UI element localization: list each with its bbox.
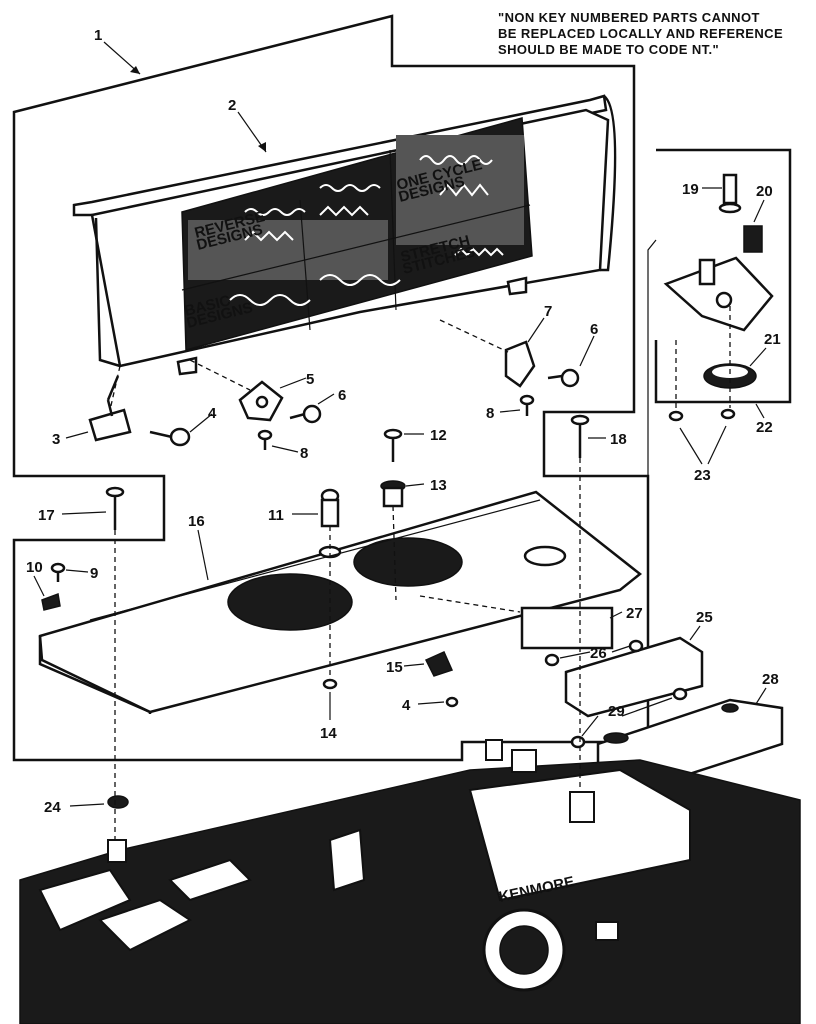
parts-note: "NON KEY NUMBERED PARTS CANNOT BE REPLAC… bbox=[498, 10, 798, 58]
screw-part-8-left bbox=[257, 429, 273, 450]
callout-23: 23 bbox=[694, 467, 711, 484]
callout-2: 2 bbox=[228, 97, 236, 114]
callout-7: 7 bbox=[544, 303, 552, 320]
callout-15: 15 bbox=[386, 659, 403, 676]
machine-body: KENMORE bbox=[19, 739, 801, 1024]
screw-part-6-right bbox=[547, 368, 580, 388]
washer-part-24 bbox=[107, 795, 129, 809]
callout-24: 24 bbox=[44, 799, 61, 816]
callout-4-lower: 4 bbox=[402, 697, 411, 714]
callout-29: 29 bbox=[608, 703, 625, 720]
screws-part-29 bbox=[570, 687, 688, 749]
align-line-7 bbox=[439, 319, 509, 353]
note-line-1: "NON KEY NUMBERED PARTS CANNOT bbox=[498, 10, 760, 25]
callout-17: 17 bbox=[38, 507, 55, 524]
bracket-part-25 bbox=[564, 636, 704, 718]
screws-part-26 bbox=[544, 639, 644, 667]
align-line-5 bbox=[189, 359, 251, 391]
callout-22: 22 bbox=[756, 419, 773, 436]
screw-part-18 bbox=[570, 414, 590, 458]
screw-part-4-upper bbox=[149, 427, 191, 447]
leader-22-box bbox=[647, 239, 657, 600]
clip-part-10 bbox=[41, 592, 61, 611]
screw-part-6-left bbox=[289, 404, 322, 424]
callout-5: 5 bbox=[306, 371, 314, 388]
nut-part-14 bbox=[322, 678, 338, 690]
bracket-part-7 bbox=[504, 340, 536, 388]
callout-6-right: 6 bbox=[590, 321, 598, 338]
callout-25: 25 bbox=[696, 609, 713, 626]
screw-part-12 bbox=[383, 428, 403, 462]
callout-28: 28 bbox=[762, 671, 779, 688]
align-line-27 bbox=[419, 595, 521, 613]
callout-19: 19 bbox=[682, 181, 699, 198]
callout-14: 14 bbox=[320, 725, 337, 742]
screw-part-4-lower bbox=[445, 696, 459, 708]
plate-part-27 bbox=[520, 606, 614, 650]
callout-8-left: 8 bbox=[300, 445, 308, 462]
bracket-part-5 bbox=[238, 380, 284, 422]
assembly-22-box bbox=[654, 148, 792, 404]
screw-part-8-right bbox=[519, 394, 535, 416]
callout-3: 3 bbox=[52, 431, 60, 448]
bracket-assembly-22 bbox=[663, 256, 774, 332]
spool-pin-part-11 bbox=[320, 488, 340, 528]
bracket-part-3 bbox=[88, 375, 132, 442]
callout-20: 20 bbox=[756, 183, 773, 200]
align-line-3 bbox=[109, 365, 121, 411]
callout-27: 27 bbox=[626, 605, 643, 622]
clip-part-15 bbox=[424, 651, 454, 677]
screws-part-23 bbox=[668, 408, 736, 422]
callout-1: 1 bbox=[94, 27, 102, 44]
stud-part-9 bbox=[50, 562, 66, 582]
cam-part-20 bbox=[743, 225, 763, 253]
top-cover-part-16 bbox=[38, 490, 643, 714]
callout-26: 26 bbox=[590, 645, 607, 662]
callout-16: 16 bbox=[188, 513, 205, 530]
pin-part-19 bbox=[718, 173, 742, 214]
screw-part-17 bbox=[105, 486, 125, 530]
callout-9: 9 bbox=[90, 565, 98, 582]
note-line-3: SHOULD BE MADE TO CODE NT." bbox=[498, 42, 720, 57]
callout-13: 13 bbox=[430, 477, 447, 494]
ring-part-21 bbox=[703, 363, 757, 389]
callout-18: 18 bbox=[610, 431, 627, 448]
callout-6-left: 6 bbox=[338, 387, 346, 404]
callout-11: 11 bbox=[268, 507, 284, 524]
align-line-13 bbox=[392, 505, 397, 601]
leader-lines bbox=[33, 41, 767, 807]
callout-12: 12 bbox=[430, 427, 447, 444]
callout-8-right: 8 bbox=[486, 405, 494, 422]
note-line-2: BE REPLACED LOCALLY AND REFERENCE bbox=[498, 26, 784, 41]
callout-4: 4 bbox=[208, 405, 217, 422]
stitch-panel-part-2: REVERSE DESIGNS ONE CYCLE DESIGNS STRETC… bbox=[72, 94, 617, 376]
bushing-part-13 bbox=[380, 480, 406, 508]
callout-10: 10 bbox=[26, 559, 43, 576]
callout-21: 21 bbox=[764, 331, 781, 348]
